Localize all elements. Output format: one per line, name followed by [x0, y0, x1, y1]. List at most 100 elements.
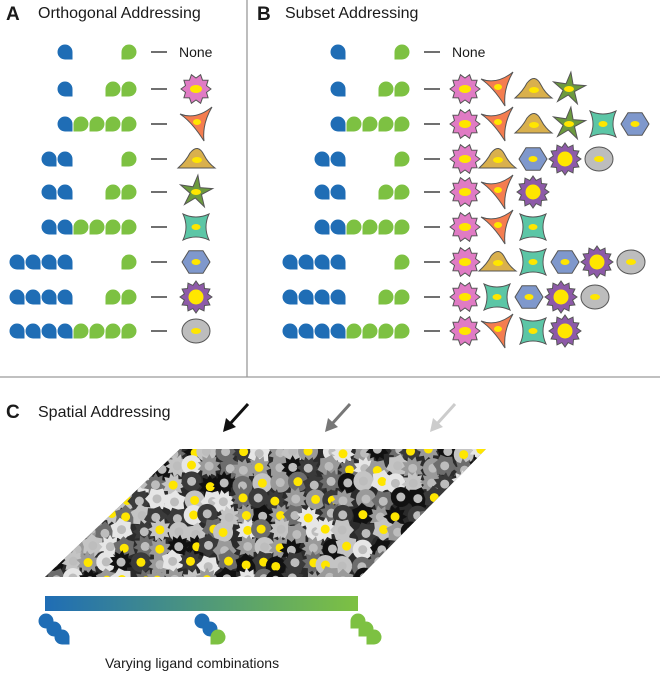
- field-nucleus: [120, 460, 130, 470]
- field-cell: [116, 470, 140, 494]
- field-nucleus: [56, 492, 66, 502]
- field-nucleus: [119, 543, 129, 553]
- field-cell: [470, 552, 486, 573]
- field-nucleus: [67, 480, 77, 490]
- field-nucleus: [343, 478, 353, 488]
- field-nucleus: [203, 562, 213, 572]
- green-ligand-icon: [346, 219, 362, 235]
- field-cell: [280, 565, 304, 577]
- field-nucleus: [117, 525, 127, 535]
- field-cell: [61, 474, 82, 495]
- field-nucleus: [358, 510, 368, 520]
- field-cell: [82, 449, 103, 460]
- field-cell: [215, 566, 239, 577]
- field-nucleus: [34, 511, 43, 520]
- field-nucleus: [479, 529, 486, 539]
- field-nucleus: [256, 524, 266, 534]
- field-nucleus: [440, 479, 450, 489]
- cell-orange-icon: [480, 174, 514, 210]
- cell-blue-icon: [620, 112, 650, 136]
- green-ligand-icon: [394, 116, 410, 132]
- field-nucleus: [152, 494, 162, 504]
- ligand-gradient-bar: [45, 596, 358, 611]
- field-nucleus: [174, 542, 184, 552]
- green-ligand-icon: [394, 151, 410, 167]
- cell-tan-icon: [513, 113, 554, 134]
- blue-ligand-icon: [57, 151, 73, 167]
- green-ligand-icon: [121, 254, 137, 270]
- cell-orange-icon: [480, 313, 514, 349]
- field-nucleus: [309, 578, 318, 587]
- cell-gray-icon: [584, 146, 614, 172]
- blue-ligand-icon: [314, 289, 330, 305]
- field-nucleus: [52, 478, 62, 488]
- field-nucleus: [99, 450, 109, 460]
- cell-tan-icon: [513, 78, 554, 99]
- cell-teal-icon: [181, 212, 211, 242]
- field-nucleus: [480, 543, 486, 553]
- field-nucleus: [446, 497, 456, 507]
- field-nucleus: [152, 575, 162, 577]
- panel-b-label: B: [257, 4, 271, 25]
- field-nucleus: [187, 476, 197, 486]
- field-nucleus: [390, 512, 400, 522]
- cell-gray-icon: [181, 318, 211, 344]
- blue-ligand-icon: [330, 81, 346, 97]
- field-cell: [78, 503, 101, 528]
- field-nucleus: [155, 525, 165, 535]
- blue-ligand-icon: [314, 184, 330, 200]
- field-nucleus: [413, 494, 423, 504]
- field-nucleus: [70, 530, 80, 540]
- blue-ligand-icon: [330, 44, 346, 60]
- field-nucleus: [221, 449, 231, 457]
- field-nucleus: [205, 482, 215, 492]
- field-nucleus: [224, 512, 234, 522]
- cell-blue-icon: [514, 285, 544, 309]
- blue-ligand-icon: [9, 323, 25, 339]
- field-nucleus: [423, 449, 433, 454]
- field-cell: [181, 568, 205, 577]
- cell-blue-icon: [518, 147, 548, 171]
- green-ligand-icon: [378, 219, 394, 235]
- field-cell: [400, 556, 425, 577]
- cell-pink-icon: [180, 73, 212, 105]
- cell-olive-icon: [551, 105, 588, 141]
- field-nucleus: [428, 541, 438, 551]
- field-nucleus: [151, 480, 161, 490]
- field-nucleus: [219, 478, 229, 488]
- field-nucleus: [411, 546, 421, 556]
- field-nucleus: [361, 528, 371, 538]
- green-ligand-icon: [121, 219, 137, 235]
- field-nucleus: [107, 508, 117, 518]
- panel-a-label: A: [6, 4, 20, 25]
- field-nucleus: [424, 514, 434, 524]
- field-cell: [110, 568, 134, 577]
- field-cell: [469, 474, 486, 498]
- blue-ligand-icon: [330, 184, 346, 200]
- field-nucleus: [68, 510, 78, 520]
- field-nucleus: [88, 541, 98, 551]
- field-cell: [437, 506, 462, 528]
- field-nucleus: [45, 524, 49, 534]
- field-nucleus: [426, 575, 436, 577]
- cell-tan-icon: [477, 148, 518, 169]
- field-nucleus: [49, 527, 59, 537]
- arrow-black-icon: [223, 402, 250, 432]
- field-nucleus: [408, 478, 418, 488]
- field-cell: [65, 458, 90, 480]
- field-nucleus: [290, 510, 300, 520]
- field-nucleus: [275, 478, 285, 488]
- field-cell: [45, 472, 55, 497]
- field-nucleus: [83, 558, 93, 568]
- green-ligand-icon: [394, 219, 410, 235]
- field-cell: [440, 491, 461, 512]
- green-ligand-icon: [346, 323, 362, 339]
- panel-b-none-label: None: [452, 44, 486, 60]
- cell-pink-icon: [449, 108, 481, 140]
- field-nucleus: [155, 544, 165, 554]
- field-cell: [46, 472, 67, 493]
- field-nucleus: [123, 477, 133, 487]
- field-nucleus: [292, 529, 302, 539]
- field-cell: [450, 565, 473, 577]
- field-nucleus: [72, 464, 82, 474]
